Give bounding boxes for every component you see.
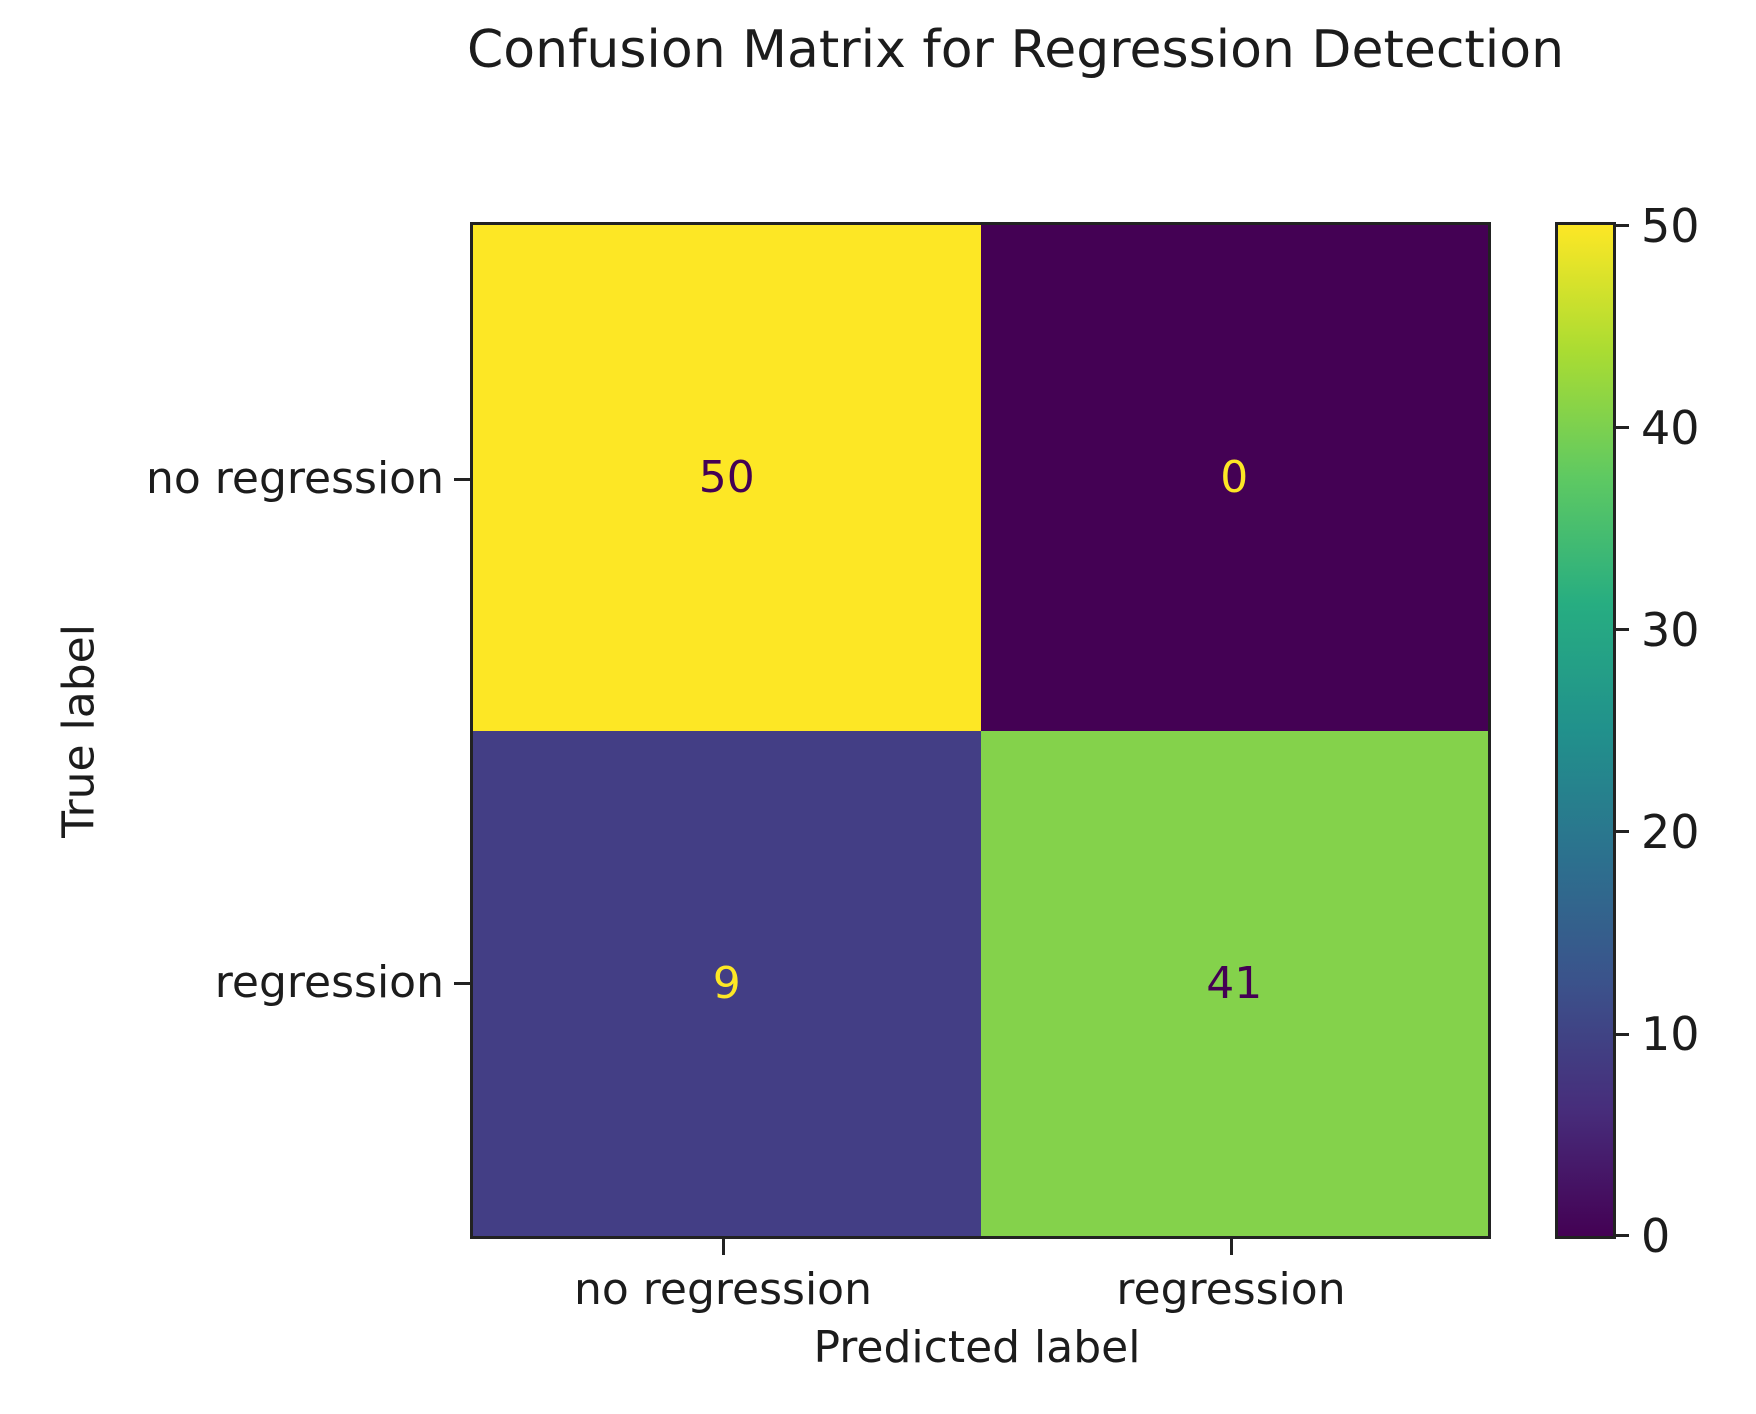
matrix-cell-true-regression-pred-regression: 41 (980, 730, 1488, 1236)
y-axis-tick-label-no-regression: no regression (146, 453, 444, 504)
x-axis-tick-label-no-regression: no regression (574, 1264, 872, 1315)
heatmap-plot: 50 0 9 41 (470, 222, 1491, 1239)
x-axis-tick-mark (722, 1239, 725, 1255)
matrix-cell-true-noregression-pred-regression: 0 (980, 225, 1488, 731)
matrix-cell-true-noregression-pred-noregression: 50 (473, 225, 981, 731)
cell-value: 41 (1206, 957, 1263, 1009)
y-axis-tick-label-regression: regression (214, 957, 444, 1008)
colorbar-tick-mark (1613, 1234, 1629, 1237)
cell-value: 0 (1220, 452, 1249, 504)
x-axis-tick-mark (1230, 1239, 1233, 1255)
colorbar-tick-label-20: 20 (1641, 805, 1700, 859)
y-axis-tick-mark (454, 982, 470, 985)
colorbar-tick-label-30: 30 (1641, 603, 1700, 657)
colorbar-tick-label-50: 50 (1641, 199, 1700, 253)
colorbar (1555, 222, 1616, 1239)
colorbar-tick-mark (1613, 426, 1629, 429)
y-axis-label: True label (53, 624, 105, 838)
x-axis-tick-label-regression: regression (1116, 1264, 1346, 1315)
colorbar-tick-label-0: 0 (1641, 1209, 1671, 1263)
y-axis-tick-mark (454, 478, 470, 481)
colorbar-tick-mark (1613, 224, 1629, 227)
colorbar-tick-mark (1613, 628, 1629, 631)
cell-value: 50 (698, 452, 755, 504)
colorbar-tick-mark (1613, 830, 1629, 833)
colorbar-tick-mark (1613, 1033, 1629, 1036)
colorbar-tick-label-10: 10 (1641, 1007, 1700, 1061)
chart-title: Confusion Matrix for Regression Detectio… (467, 20, 1565, 80)
cell-value: 9 (712, 957, 741, 1009)
x-axis-label: Predicted label (813, 1322, 1141, 1373)
matrix-cell-true-regression-pred-noregression: 9 (473, 730, 981, 1236)
colorbar-tick-label-40: 40 (1641, 401, 1700, 455)
colorbar-gradient (1558, 225, 1613, 1236)
